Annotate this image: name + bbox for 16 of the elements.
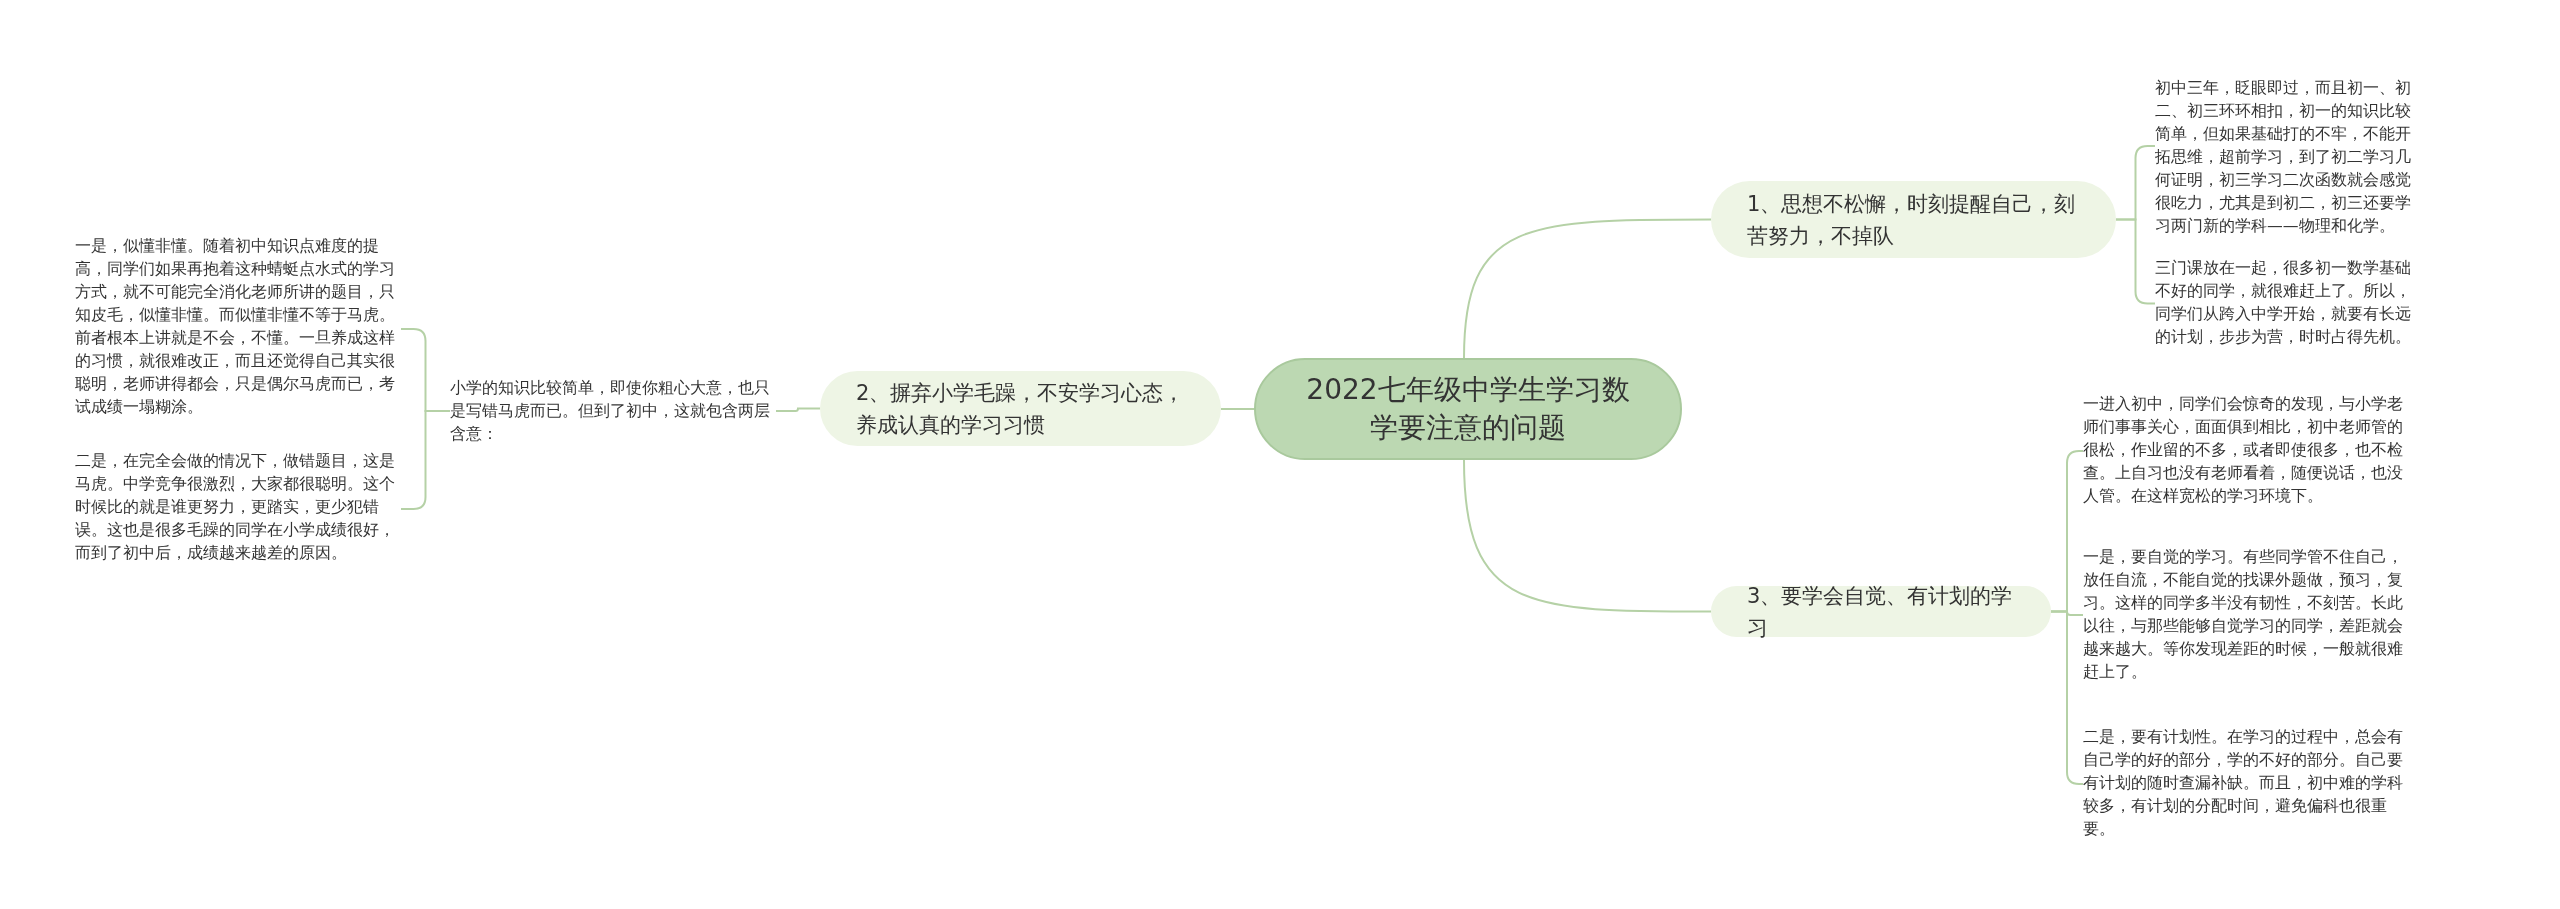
note-text: 小学的知识比较简单，即使你粗心大意，也只是写错马虎而已。但到了初中，这就包含两层含意： xyxy=(450,376,776,445)
note-text: 一进入初中，同学们会惊奇的发现，与小学老师们事事关心，面面俱到相比，初中老师管的很松，作业留的不多，或者即使很多，也不检查。上自习也没有老师看着，随便说话，也没人管。在这样宽松的学习环境下。 xyxy=(2083,392,2408,507)
connector-line xyxy=(1463,218,1712,359)
note-text: 二是，在完全会做的情况下，做错题目，这是马虎。中学竞争很激烈，大家都很聪明。这个时候比的就是谁更努力，更踏实，更少犯错误。这也是很多毛躁的同学在小学成绩很好，而到了初中后，成绩越来越差的原因。 xyxy=(75,449,401,564)
branch-bubble: 1、思想不松懈，时刻提醒自己，刻苦努力，不掉队 xyxy=(1711,181,2116,258)
connector-line xyxy=(1220,408,1255,410)
note-text: 初中三年，眨眼即过，而且初一、初二、初三环环相扣，初一的知识比较简单，但如果基础打的不牢，不能开拓思维，超前学习，到了初二学习几何证明，初三学习二次函数就会感觉很吃力，尤其是到初二，初三还要学习两门新的学科——物理和化学。 xyxy=(2155,76,2415,237)
connector-line xyxy=(775,407,821,412)
central-topic-bubble: 2022七年级中学生学习数学要注意的问题 xyxy=(1254,358,1682,460)
note-text: 二是，要有计划性。在学习的过程中，总会有自己学的好的部分，学的不好的部分。自己要有计划的随时查漏补缺。而且，初中难的学科较多，有计划的分配时间，避免偏科也很重要。 xyxy=(2083,725,2408,840)
connector-line xyxy=(1463,459,1712,613)
note-text: 一是，要自觉的学习。有些同学管不住自己，放任自流，不能自觉的找课外题做，预习，复习。这样的同学多半没有韧性，不刻苦。长此以往，与那些能够自觉学习的同学，差距就会越来越大。等你发现差距的时候，一般就很难赶上了。 xyxy=(2083,545,2408,683)
branch-bubble: 3、要学会自觉、有计划的学习 xyxy=(1711,586,2051,637)
note-text: 三门课放在一起，很多初一数学基础不好的同学，就很难赶上了。所以，同学们从跨入中学开始，就要有长远的计划，步步为营，时时占得先机。 xyxy=(2155,256,2415,348)
note-text: 一是，似懂非懂。随着初中知识点难度的提高，同学们如果再抱着这种蜻蜓点水式的学习方式，就不可能完全消化老师所讲的题目，只知皮毛，似懂非懂。而似懂非懂不等于马虎。前者根本上讲就是不会，不懂。一旦养成这样的习惯，就很难改正，而且还觉得自己其实很聪明，老师讲得都会，只是偶尔马虎而已，考试成绩一塌糊涂。 xyxy=(75,234,401,418)
branch-bubble: 2、摒弃小学毛躁，不安学习心态，养成认真的学习习惯 xyxy=(820,371,1221,446)
